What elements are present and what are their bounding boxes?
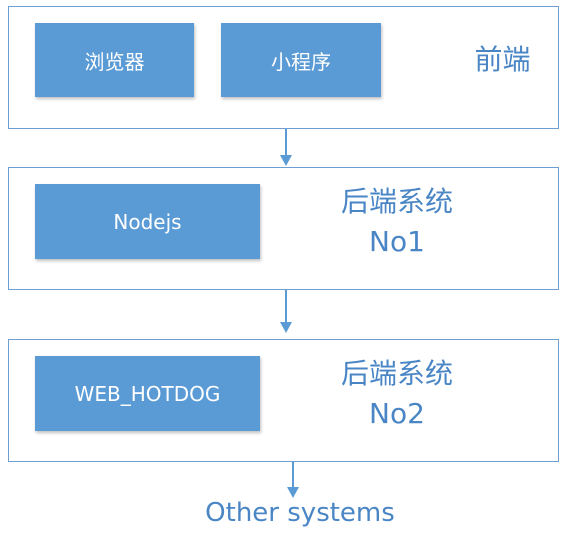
backend2-layer-label-line2: No2	[369, 397, 425, 430]
arrow-backend1-to-backend2	[285, 290, 287, 323]
browser-node: 浏览器	[35, 23, 194, 97]
backend2-layer-label-line1: 后端系统	[340, 357, 453, 390]
arrow-backend2-to-other	[292, 462, 294, 488]
other-systems-label: Other systems	[205, 498, 395, 528]
web-hotdog-node: WEB_HOTDOG	[35, 356, 260, 431]
frontend-layer-label: 前端	[474, 43, 531, 76]
nodejs-node: Nodejs	[35, 184, 260, 259]
arrow-frontend-to-backend1	[285, 129, 287, 156]
backend1-layer-label-line2: No1	[369, 225, 425, 258]
arrow-head-1	[280, 155, 292, 166]
arrow-head-3	[287, 487, 299, 498]
backend1-layer-label-line1: 后端系统	[340, 185, 453, 218]
arrow-head-2	[280, 322, 292, 333]
miniprogram-node: 小程序	[221, 23, 381, 97]
